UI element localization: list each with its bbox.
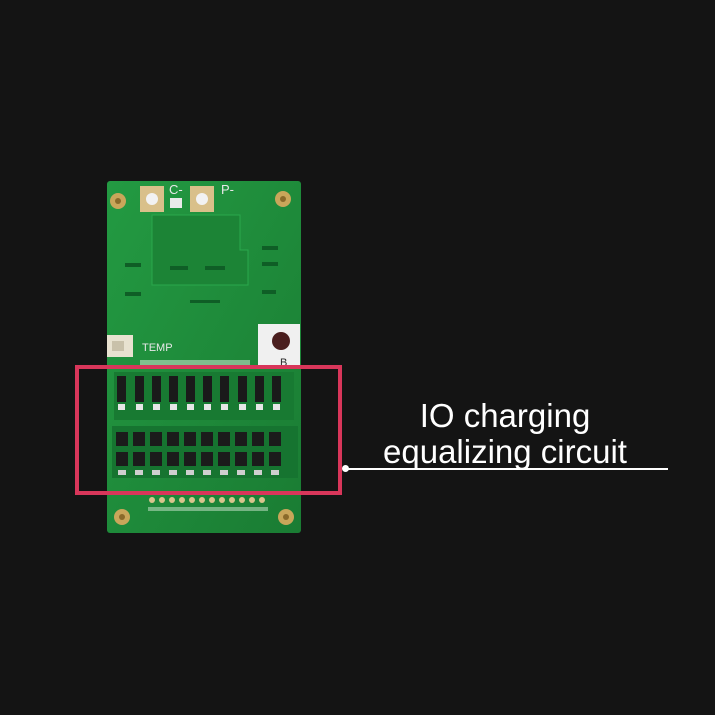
cell-pin-header xyxy=(149,497,265,503)
balancing-chips xyxy=(112,426,298,478)
highlight-frame xyxy=(75,365,342,495)
mounting-screw-icon xyxy=(110,191,294,525)
temp-label: TEMP xyxy=(142,342,173,354)
caption-line-1: IO charging xyxy=(419,397,591,434)
c-minus-label: C- xyxy=(169,182,183,197)
caption: IO charging equalizing circuit xyxy=(340,398,670,470)
pointer-line xyxy=(346,468,668,470)
pointer-dot xyxy=(342,465,349,472)
output-pads xyxy=(140,186,214,212)
p-minus-label: P- xyxy=(221,182,234,197)
caption-line-2: equalizing circuit xyxy=(383,433,627,470)
balancing-resistors xyxy=(114,372,294,420)
b-plus-label: B xyxy=(280,357,287,369)
